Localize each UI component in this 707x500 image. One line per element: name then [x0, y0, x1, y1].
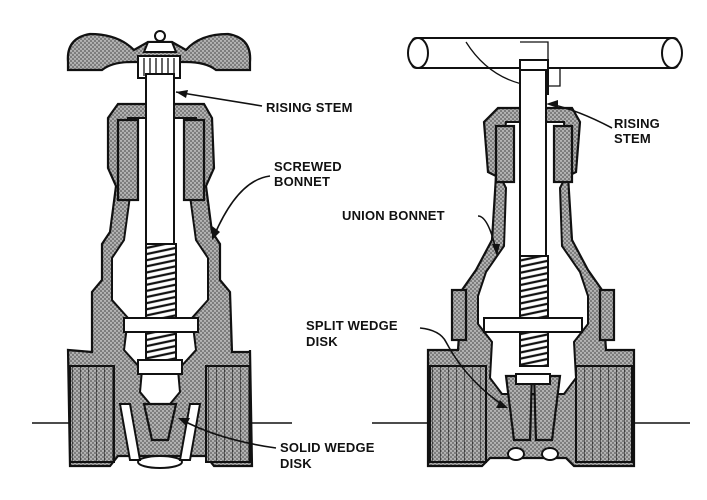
label-rising-stem-right-line2: STEM [614, 131, 651, 146]
left-solid-wedge-disk [142, 402, 178, 442]
label-rising-stem-right-line1: RISING [614, 116, 660, 131]
label-split-wedge-line1: SPLIT WEDGE [306, 318, 398, 333]
label-rising-stem-left: RISING STEM [266, 100, 353, 115]
right-outlet-thread [575, 365, 633, 463]
left-handwheel [66, 30, 252, 79]
callout-labels: RISING STEM SCREWED BONNET SOLID WEDGE D… [266, 100, 660, 471]
left-outlet-thread [205, 365, 251, 463]
left-inlet-thread [69, 365, 115, 463]
label-screwed-bonnet-line1: SCREWED [274, 159, 342, 174]
right-inlet-thread [429, 365, 487, 463]
right-gate-valve [372, 37, 690, 468]
label-split-wedge-line2: DISK [306, 334, 338, 349]
label-solid-wedge-line2: DISK [280, 456, 312, 471]
label-screwed-bonnet-line2: BONNET [274, 174, 330, 189]
left-gate-valve [32, 30, 292, 469]
label-union-bonnet: UNION BONNET [342, 208, 445, 223]
label-solid-wedge-line1: SOLID WEDGE [280, 440, 375, 455]
leader-lines [175, 90, 613, 449]
right-split-wedge-disk [504, 373, 562, 461]
